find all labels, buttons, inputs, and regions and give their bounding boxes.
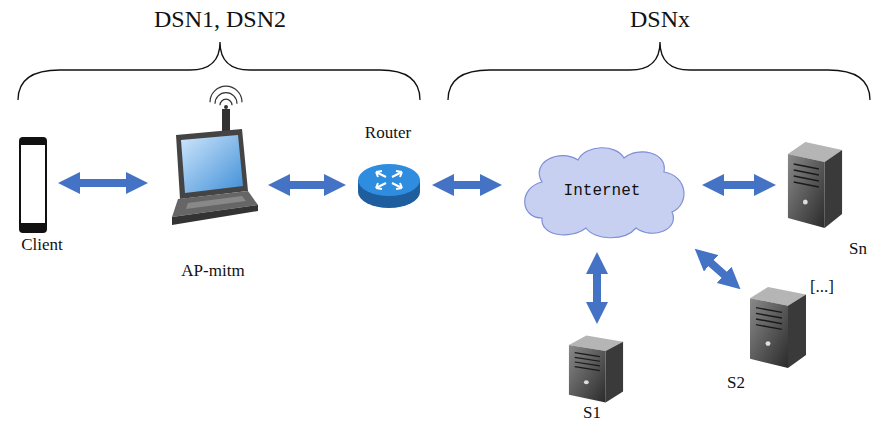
router-icon — [356, 160, 422, 210]
server-icon — [786, 140, 844, 230]
node-label: S2 — [727, 374, 745, 393]
node-label: Client — [21, 236, 63, 255]
double-arrow — [69, 179, 137, 187]
server-node: S1 — [567, 334, 625, 404]
node-label: S1 — [583, 404, 601, 423]
domain-label: DSNx — [630, 6, 690, 32]
brace — [448, 42, 870, 100]
router-node: Router — [356, 160, 422, 210]
server-node: S2 — [748, 285, 808, 370]
domain-label: DSN1, DSN2 — [154, 6, 286, 32]
phone-node: Client — [18, 136, 48, 234]
cloud-node: Internet — [512, 142, 692, 242]
node-label: Sn — [849, 240, 867, 259]
phone-icon — [18, 136, 48, 234]
node-label: Internet — [564, 183, 641, 201]
node-label: AP-mitm — [181, 262, 244, 281]
double-arrow — [713, 181, 765, 189]
laptop-icon — [158, 95, 258, 227]
double-arrow — [593, 263, 601, 313]
double-arrow — [279, 181, 335, 189]
server-node: Sn — [786, 140, 844, 230]
server-icon — [567, 334, 625, 404]
server-icon — [748, 285, 808, 370]
laptop-node: AP-mitm — [158, 95, 258, 227]
node-label: Router — [365, 124, 411, 143]
brace — [18, 42, 420, 100]
double-arrow — [443, 181, 491, 189]
ellipsis-label: [...] — [810, 278, 834, 297]
double-arrow — [703, 256, 732, 282]
